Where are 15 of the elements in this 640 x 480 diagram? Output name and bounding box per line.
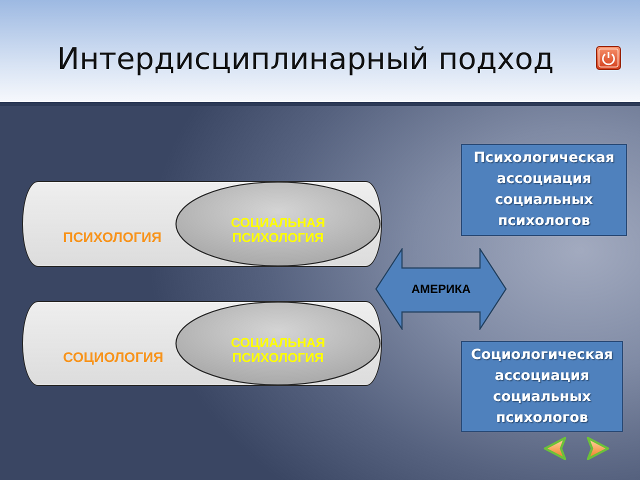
association-name: Психологическая ассоциация социальных психологов — [472, 149, 616, 231]
slide-title: Интердисциплинарный подход — [57, 42, 554, 78]
arrow-label: АМЕРИКА — [411, 282, 471, 296]
rounded-panel — [22, 181, 382, 267]
overlap-ellipse — [175, 181, 381, 267]
overlap-label: СОЦИАЛЬНАЯ ПСИХОЛОГИЯ — [230, 214, 326, 245]
association-name: Социологическая ассоциация социальных психологов — [470, 346, 614, 428]
rounded-panel — [22, 301, 382, 386]
double-arrow — [375, 248, 507, 330]
association-box — [461, 144, 627, 236]
discipline-label: СОЦИОЛОГИЯ — [63, 349, 164, 366]
overlap-ellipse — [175, 301, 381, 386]
overlap-label: СОЦИАЛЬНАЯ ПСИХОЛОГИЯ — [230, 334, 326, 364]
discipline-label: ПСИХОЛОГИЯ — [63, 229, 162, 246]
association-box — [461, 341, 623, 432]
